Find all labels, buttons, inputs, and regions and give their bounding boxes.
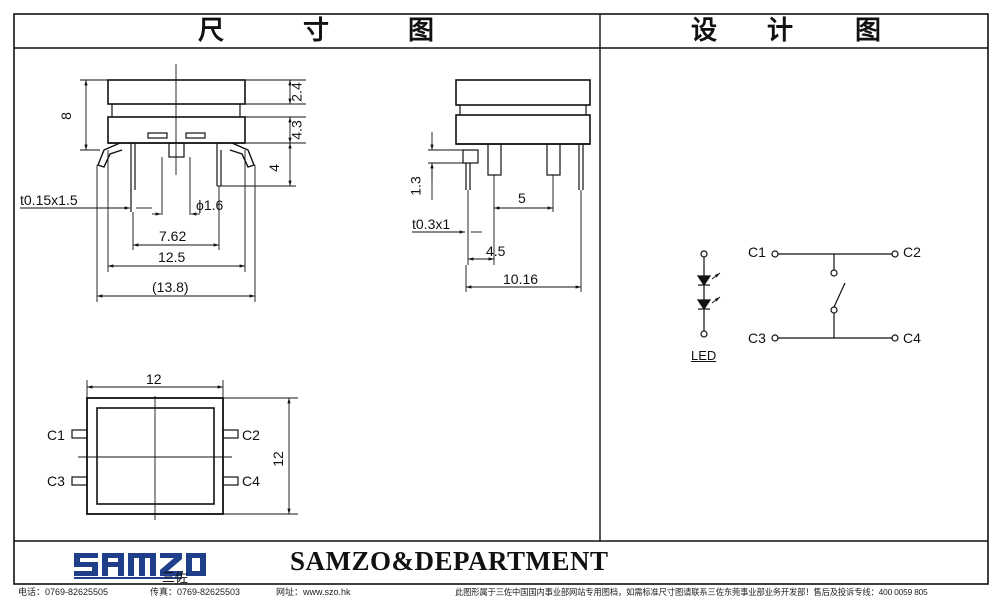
dim-lead-thickness: t0.3x1 [412, 216, 451, 232]
sch-terminal-c1: C1 [748, 244, 766, 260]
top-pin-c1: C1 [47, 427, 65, 443]
dim-body-width: 12.5 [158, 249, 186, 265]
dim-overall-width: (13.8) [152, 279, 189, 295]
sch-led-label: LED [691, 348, 717, 363]
brand-name: SAMZO&DEPARTMENT [290, 546, 609, 576]
footer-fax: 传真：0769-82625503 [150, 587, 241, 597]
dim-pin-span: 7.62 [159, 228, 187, 244]
schematic-drawing [696, 250, 899, 342]
size-title-char-2: 寸 [303, 16, 330, 46]
design-title-char-2: 计 [767, 16, 794, 46]
dim-top-height: 12 [269, 451, 286, 467]
size-title-char-1: 尺 [198, 16, 225, 46]
design-title-char-1: 设 [691, 16, 718, 46]
top-pin-c2: C2 [242, 427, 260, 443]
dim-pin-thickness: t0.15x1.5 [20, 192, 78, 208]
dim-cap-height: 2.4 [288, 82, 305, 102]
top-pin-c4: C4 [242, 473, 260, 489]
logo-subtext: 三佐 [162, 570, 189, 585]
design-drawing-title: 设 计 图 [0, 14, 1000, 48]
sch-terminal-c3: C3 [748, 330, 766, 346]
sch-terminal-c4: C4 [903, 330, 921, 346]
side-view-drawing [97, 64, 296, 215]
dim-lead-offset: 1.3 [407, 176, 424, 196]
footer-notice: 此图形属于三佐中国国内事业部网站专用图档，如需标准尺寸图请联系三佐东莞事业部业务… [455, 587, 928, 597]
dim-pin-length: 4 [265, 164, 282, 172]
dim-end-overall-width: 10.16 [503, 271, 539, 287]
dim-led-pin-dia: ϕ1.6 [196, 197, 224, 213]
samzo-logo [74, 553, 206, 579]
size-drawing-title: 尺 寸 图 [0, 14, 600, 48]
dim-body-height: 4.3 [288, 120, 305, 140]
side-view-dimensions [20, 79, 306, 302]
design-title-char-3: 图 [855, 16, 882, 46]
footer-phone: 电话：0769-82625505 [18, 587, 109, 597]
dim-height-total: 8 [57, 112, 74, 120]
top-pin-c3: C3 [47, 473, 65, 489]
frame [13, 13, 989, 585]
dim-led-pitch: 4.5 [486, 243, 506, 259]
top-view-drawing [71, 380, 298, 520]
dim-pin-pitch: 5 [518, 190, 526, 206]
size-title-char-3: 图 [408, 16, 435, 46]
end-view-dimensions [412, 132, 582, 292]
end-view-drawing [455, 79, 591, 228]
sch-terminal-c2: C2 [903, 244, 921, 260]
dim-top-width: 12 [146, 371, 162, 387]
footer-website: 网址：www.szo.hk [276, 587, 351, 597]
